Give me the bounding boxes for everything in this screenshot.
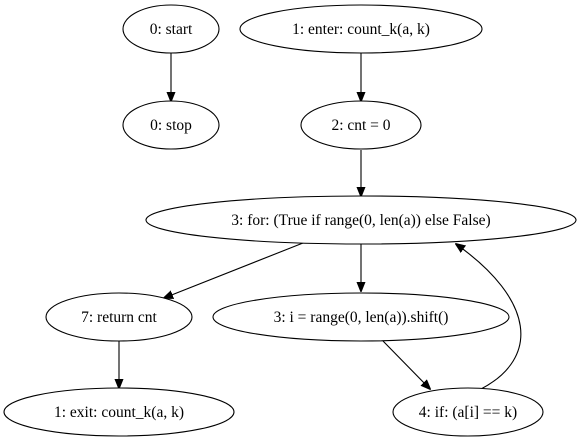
node-3-for-label: 3: for: (True if range(0, len(a)) else F… — [231, 212, 490, 229]
node-2-cnt-label: 2: cnt = 0 — [331, 117, 390, 134]
node-3-shift-label: 3: i = range(0, len(a)).shift() — [274, 309, 449, 326]
node-3-for: 3: for: (True if range(0, len(a)) else F… — [145, 195, 577, 245]
node-7-return: 7: return cnt — [45, 292, 193, 342]
edge-shift-to-if — [382, 340, 430, 389]
node-4-if: 4: if: (a[i] == k) — [392, 387, 544, 437]
node-3-shift: 3: i = range(0, len(a)).shift() — [212, 292, 510, 342]
node-1-enter-label: 1: enter: count_k(a, k) — [292, 21, 430, 38]
node-2-cnt: 2: cnt = 0 — [300, 100, 422, 150]
edges — [119, 53, 522, 390]
node-0-stop: 0: stop — [122, 100, 220, 150]
node-1-exit: 1: exit: count_k(a, k) — [3, 387, 235, 437]
node-0-start: 0: start — [122, 4, 220, 54]
node-0-stop-label: 0: stop — [150, 117, 192, 134]
edge-if-back-to-for — [456, 244, 522, 390]
node-4-if-label: 4: if: (a[i] == k) — [419, 404, 517, 421]
node-1-enter: 1: enter: count_k(a, k) — [239, 4, 483, 54]
node-0-start-label: 0: start — [150, 21, 193, 38]
node-1-exit-label: 1: exit: count_k(a, k) — [54, 404, 184, 421]
edge-for-to-return — [164, 242, 304, 298]
node-7-return-label: 7: return cnt — [81, 309, 157, 326]
